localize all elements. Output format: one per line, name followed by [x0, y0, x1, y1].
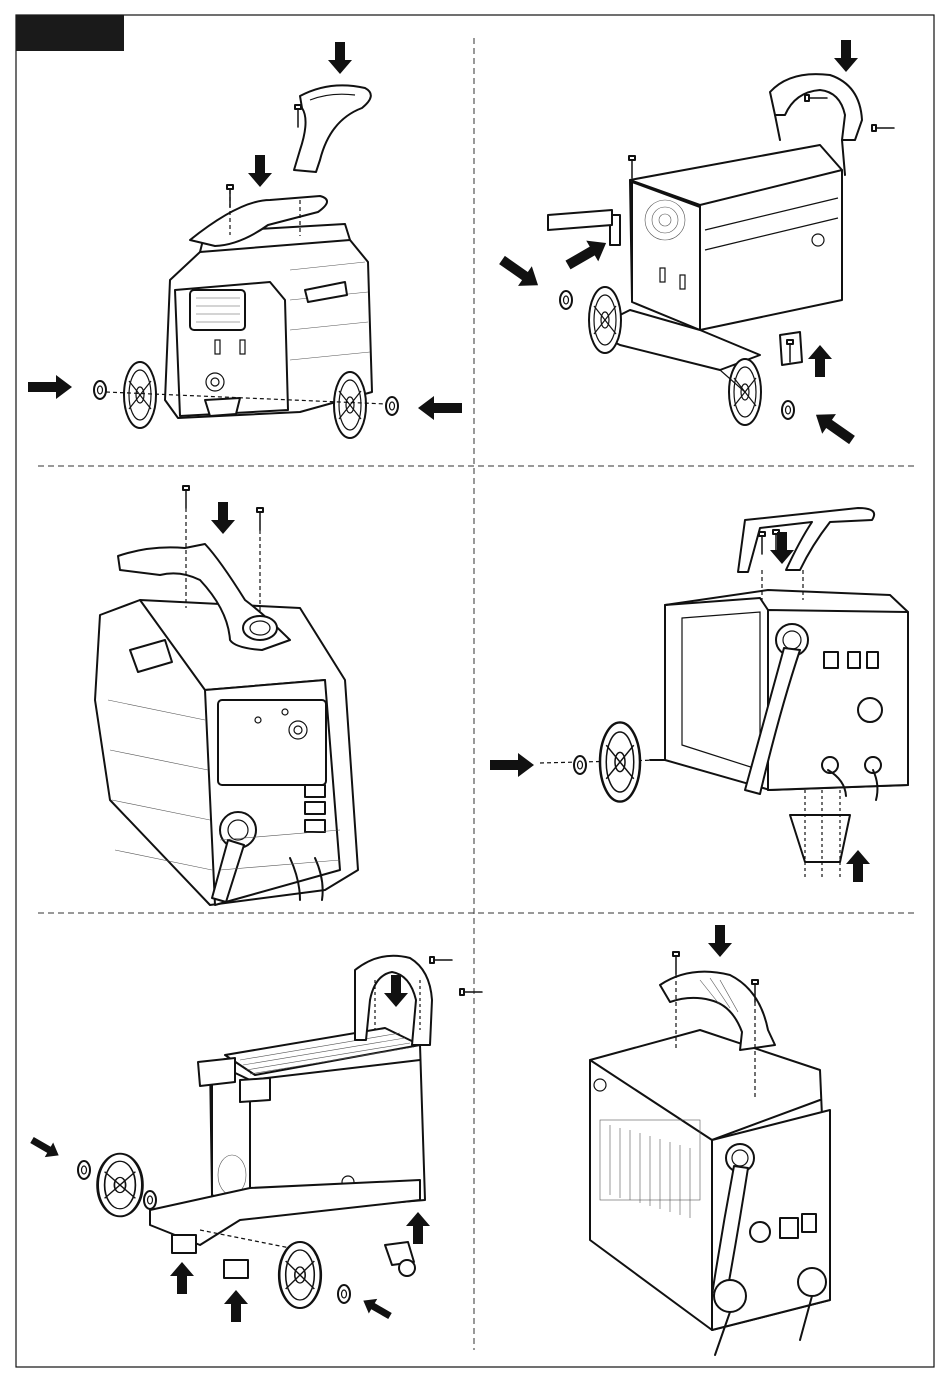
panel-4-frame-wheel-install	[490, 508, 908, 882]
header-tab	[16, 15, 124, 51]
panel-6-final-handle	[590, 925, 830, 1355]
panel-1-rear-handle-wheels	[28, 42, 462, 438]
panel-3-top-handle-install	[95, 486, 358, 905]
panel-5-trolley-chassis	[28, 956, 482, 1324]
panel-2-trolley-assembly	[495, 40, 894, 450]
